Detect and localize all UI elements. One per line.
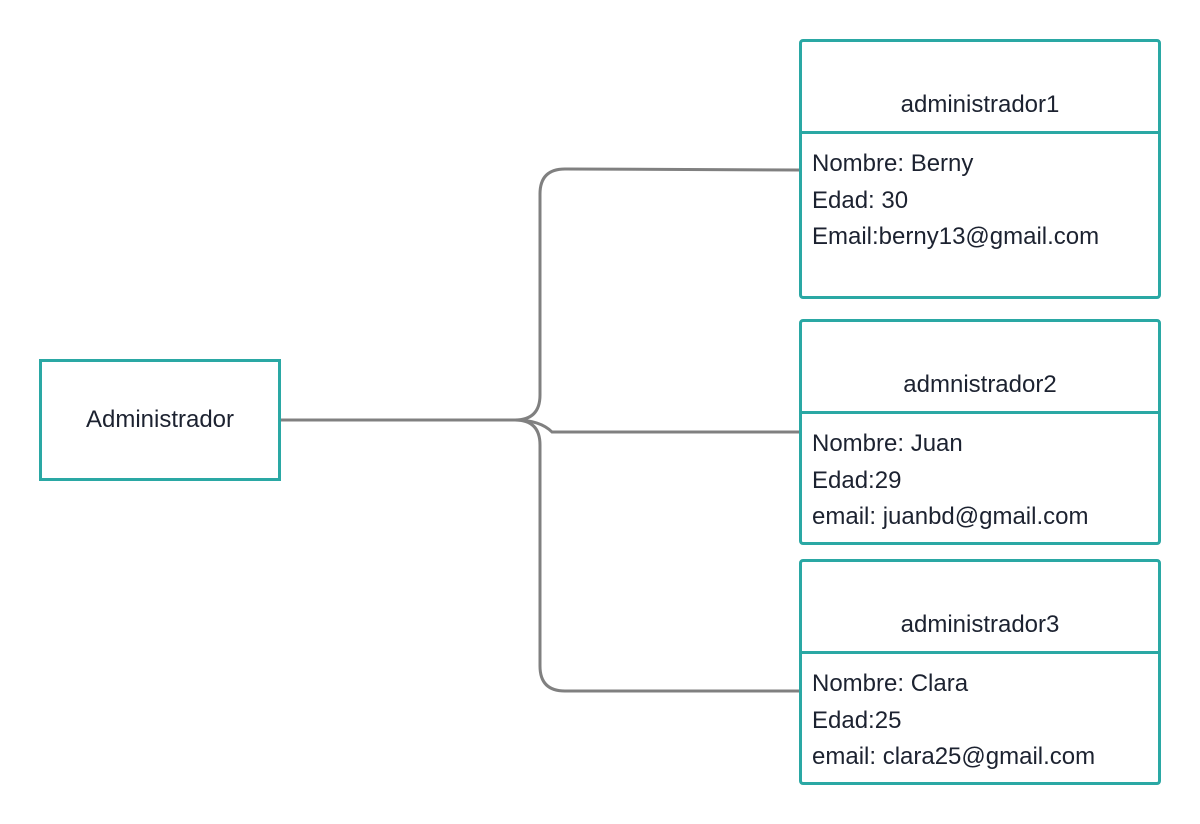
card-administrador3: administrador3 Nombre: Clara Edad:25 ema…: [799, 559, 1161, 785]
field-nombre: Nombre: Clara: [812, 670, 969, 697]
card-title: administrador1: [900, 91, 1060, 118]
field-edad: Edad: 30: [812, 186, 909, 214]
field-email: email: juanbd@gmail.com: [812, 503, 1089, 530]
card-body: Nombre: Juan Edad:29 email: juanbd@gmail…: [802, 414, 1158, 536]
connector-to-administrador3: [278, 418, 800, 693]
connector-to-admnistrador2: [278, 418, 800, 434]
field-edad: Edad:29: [812, 466, 902, 494]
card-admnistrador2: admnistrador2 Nombre: Juan Edad:29 email…: [799, 319, 1161, 545]
card-administrador1: administrador1 Nombre: Berny Edad: 30 Em…: [799, 39, 1161, 299]
field-nombre: Nombre: Berny: [812, 150, 974, 177]
card-header: administrador3: [802, 562, 1158, 654]
card-header: admnistrador2: [802, 322, 1158, 414]
field-email: email: clara25@gmail.com: [812, 743, 1096, 770]
card-title: administrador3: [900, 611, 1060, 638]
root-node-label: Administrador: [85, 406, 235, 433]
field-edad: Edad:25: [812, 706, 902, 734]
connector-to-administrador1: [278, 167, 801, 422]
card-body: Nombre: Berny Edad: 30 Email:berny13@gma…: [802, 134, 1158, 256]
card-title: admnistrador2: [903, 371, 1057, 398]
card-header: administrador1: [802, 42, 1158, 134]
root-node-administrador: Administrador: [39, 359, 281, 481]
card-body: Nombre: Clara Edad:25 email: clara25@gma…: [802, 654, 1158, 776]
field-nombre: Nombre: Juan: [812, 430, 963, 457]
field-email: Email:berny13@gmail.com: [812, 223, 1100, 250]
